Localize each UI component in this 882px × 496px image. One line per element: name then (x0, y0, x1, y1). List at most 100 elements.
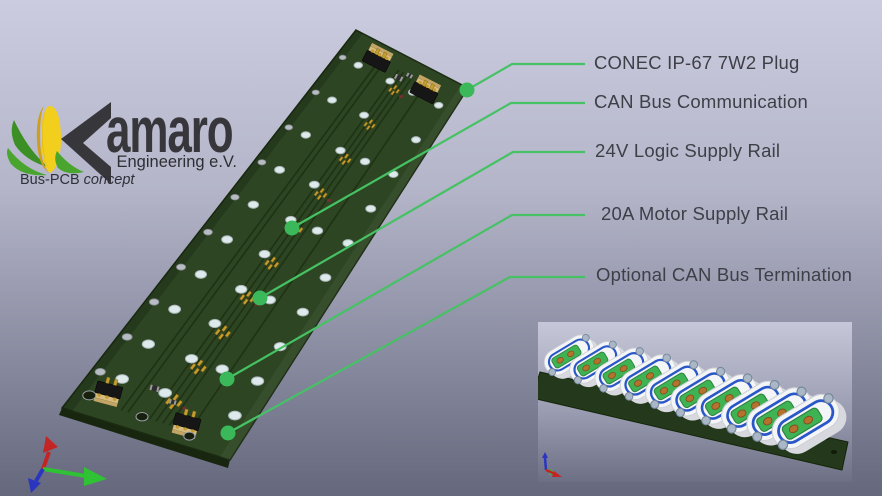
plug-screw-post (823, 393, 834, 404)
pin-header-pin (239, 293, 246, 301)
callout-dot-2 (252, 290, 268, 306)
pin-header-pin (273, 261, 280, 269)
xyz-axis-gizmo-small (542, 452, 562, 477)
plated-pad (365, 204, 377, 213)
plug-seal-ring (777, 399, 835, 444)
jumper-connector (362, 42, 394, 73)
plug-screw-post (650, 399, 660, 409)
callout-line-4 (227, 275, 585, 434)
plated-pad (311, 226, 324, 235)
pin-header-pin (189, 362, 197, 371)
edge-hole-pad (230, 194, 240, 201)
pin-header-pin (368, 118, 374, 125)
jumper-connector (93, 376, 123, 408)
plated-pad (184, 353, 199, 364)
plug-screw-post (796, 386, 807, 397)
pin-header-pin (392, 84, 398, 90)
plated-pad (235, 284, 248, 294)
plated-pad (327, 96, 338, 104)
k-glyph (61, 102, 111, 184)
plug-screw-post (675, 407, 686, 418)
mounting-hole (135, 411, 149, 422)
callout-label-20a-rail: 20A Motor Supply Rail (601, 203, 789, 224)
callout-dot-4 (220, 425, 236, 441)
smd-part (394, 73, 404, 82)
led-part (182, 406, 187, 410)
callout-line-2 (259, 150, 585, 299)
axis-green-arrow (84, 467, 107, 486)
plug-screw-post (701, 415, 711, 426)
plated-pad (158, 388, 173, 398)
plated-pad (300, 131, 312, 139)
conec-plug (543, 334, 600, 379)
plated-pad (359, 157, 371, 166)
edge-hole-pad (94, 368, 106, 376)
callout-label-can-bus: CAN Bus Communication (594, 91, 808, 112)
mounting-hole (183, 431, 196, 441)
pin-header-pin (341, 159, 347, 166)
callout-label-termination: Optional CAN Bus Termination (596, 264, 853, 285)
plated-pad (208, 318, 222, 329)
plug-screw-post (548, 368, 557, 376)
conec-plug (771, 393, 847, 454)
board-thickness-edge (59, 408, 230, 468)
pin-header-pin (363, 121, 369, 128)
pin-header-pin (267, 263, 274, 271)
end-components (93, 42, 442, 439)
smd-part (405, 72, 414, 79)
plated-pad (228, 410, 242, 421)
pin-header-pin (214, 328, 221, 336)
plated-pad (168, 304, 182, 314)
plug-screw-post (689, 360, 699, 370)
pin-header-pin (297, 226, 304, 234)
slide-caption: Bus-PCB concept (20, 172, 134, 188)
plated-pad (433, 101, 444, 109)
plated-pad (247, 200, 260, 209)
pin-header-pin (242, 298, 249, 306)
edge-hole-pad (176, 263, 187, 271)
logo-subtitle: Engineering e.V. (117, 153, 238, 171)
plated-pad (258, 249, 271, 259)
kamaro-logo: amaro Engineering e.V. (7, 94, 238, 184)
corn-icon (7, 106, 84, 176)
plug-screw-post (662, 353, 672, 363)
plated-pad (273, 342, 287, 352)
pin-header-pin (346, 157, 352, 164)
pin-header-pin (175, 399, 183, 408)
callout-label-24v-rail: 24V Logic Supply Rail (595, 140, 781, 161)
plated-pad (141, 339, 156, 349)
edge-hole-pad (148, 298, 160, 306)
caption-regular: Bus-PCB (20, 172, 80, 188)
edge-hole-pad (311, 89, 320, 96)
mounting-hole (82, 390, 97, 401)
plug-screw-post (769, 380, 780, 390)
xyz-axis-gizmo (28, 436, 107, 493)
callout-dot-3 (219, 371, 235, 387)
pin-header-pin (200, 365, 208, 373)
inset-strip-hole (831, 450, 837, 454)
callout-line-3 (226, 213, 585, 380)
plated-pad (221, 235, 234, 244)
pin-header-pin (270, 256, 277, 263)
pin-header-pin (395, 88, 401, 94)
callout-label-conec-plug: CONEC IP-67 7W2 Plug (594, 52, 800, 73)
plug-screw-post (573, 376, 582, 385)
connector-inset-render (531, 334, 849, 477)
plated-pad (115, 374, 130, 384)
caption-italic: concept (83, 172, 135, 188)
led-part (326, 199, 331, 203)
edge-hole-pad (257, 159, 267, 166)
plated-pad (308, 180, 320, 189)
pin-header-pin (263, 259, 271, 266)
plated-pad (319, 273, 332, 282)
callout-line-0 (466, 62, 585, 91)
pin-header-pin (224, 330, 232, 338)
plug-screw-post (726, 423, 737, 434)
smd-part (149, 384, 160, 393)
edge-hole-pad (121, 333, 133, 341)
plated-pad (296, 307, 310, 317)
pin-header-pin (316, 194, 322, 201)
plug-screw-post (581, 334, 590, 342)
callout-dot-1 (284, 220, 300, 236)
